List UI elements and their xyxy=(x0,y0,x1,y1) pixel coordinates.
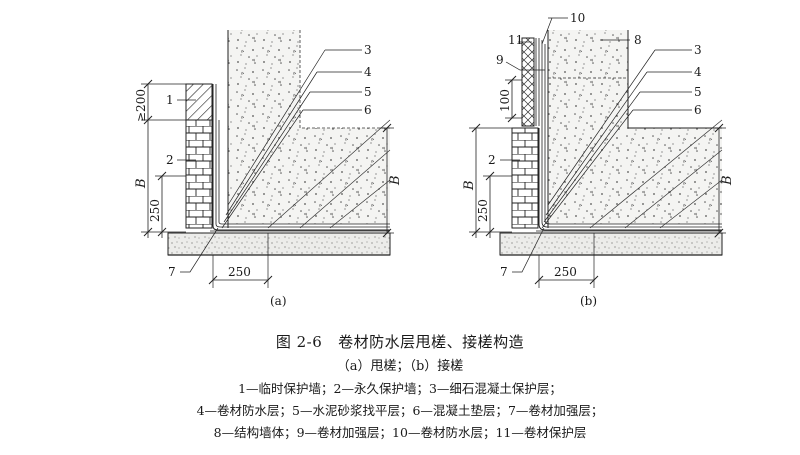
dim-right-height: B xyxy=(388,175,403,186)
dim-base-b: 250 xyxy=(476,199,490,222)
callout-9: 9 xyxy=(496,53,504,67)
panel-b: 10 11 9 8 3 4 5 6 2 7 100 B 250 xyxy=(462,11,735,308)
temporary-wall xyxy=(185,83,213,121)
callout-5: 5 xyxy=(364,85,372,99)
dim-lap: 100 xyxy=(498,89,512,112)
callout-7: 7 xyxy=(168,265,176,279)
figure-title: 图 2-6 卷材防水层甩槎、接槎构造 xyxy=(0,331,800,352)
callout-7-b: 7 xyxy=(500,265,508,279)
callout-4: 4 xyxy=(364,65,372,79)
panel-a: 3 4 5 6 1 2 7 ≥200 B 250 B 250 (a) xyxy=(134,30,403,308)
structure-upper xyxy=(228,30,300,128)
waterproofing-detail-drawing: 3 4 5 6 1 2 7 ≥200 B 250 B 250 (a) xyxy=(134,11,735,308)
legend-line: 8—结构墙体；9—卷材加强层；10—卷材防水层；11—卷材保护层 xyxy=(213,425,587,440)
callout-3-b: 3 xyxy=(694,43,702,57)
callout-6: 6 xyxy=(364,103,372,117)
panel-b-caption: (b) xyxy=(580,294,597,308)
callout-5-b: 5 xyxy=(694,85,702,99)
callout-8: 8 xyxy=(634,33,642,47)
legend-line: 4—卷材防水层；5—水泥砂浆找平层；6—混凝土垫层；7—卷材加强层； xyxy=(196,403,604,418)
permanent-wall-b xyxy=(511,127,539,229)
callout-1: 1 xyxy=(166,93,174,107)
dim-height: B xyxy=(134,178,149,189)
figure-title-text: 卷材防水层甩槎、接槎构造 xyxy=(338,333,525,351)
cushion-layer xyxy=(167,232,391,256)
callout-10: 10 xyxy=(570,11,585,25)
structure-lower xyxy=(228,128,390,224)
callout-3: 3 xyxy=(364,43,372,57)
dim-width-b: 250 xyxy=(554,265,577,279)
structure-wall xyxy=(548,30,628,128)
permanent-wall xyxy=(185,119,213,229)
legend-line: 1—临时保护墙；2—永久保护墙；3—细石混凝土保护层； xyxy=(238,381,562,396)
dim-width: 250 xyxy=(228,265,251,279)
dim-right-height-b: B xyxy=(720,175,735,186)
callout-4-b: 4 xyxy=(694,65,702,79)
callout-11: 11 xyxy=(508,33,523,47)
dim-base: 250 xyxy=(148,199,162,222)
dim-height-b: B xyxy=(462,180,477,191)
structure-lower-b xyxy=(548,128,722,224)
dim-top: ≥200 xyxy=(134,89,148,122)
figure-subtitle: （a）甩槎；（b）接槎 xyxy=(336,359,464,374)
callout-2-b: 2 xyxy=(488,153,496,167)
callout-2: 2 xyxy=(166,153,174,167)
figure-number: 图 2-6 xyxy=(275,333,323,351)
panel-a-caption: (a) xyxy=(270,294,287,308)
protective-layer xyxy=(521,37,535,127)
cushion-layer-b xyxy=(499,232,723,256)
callout-6-b: 6 xyxy=(694,103,702,117)
